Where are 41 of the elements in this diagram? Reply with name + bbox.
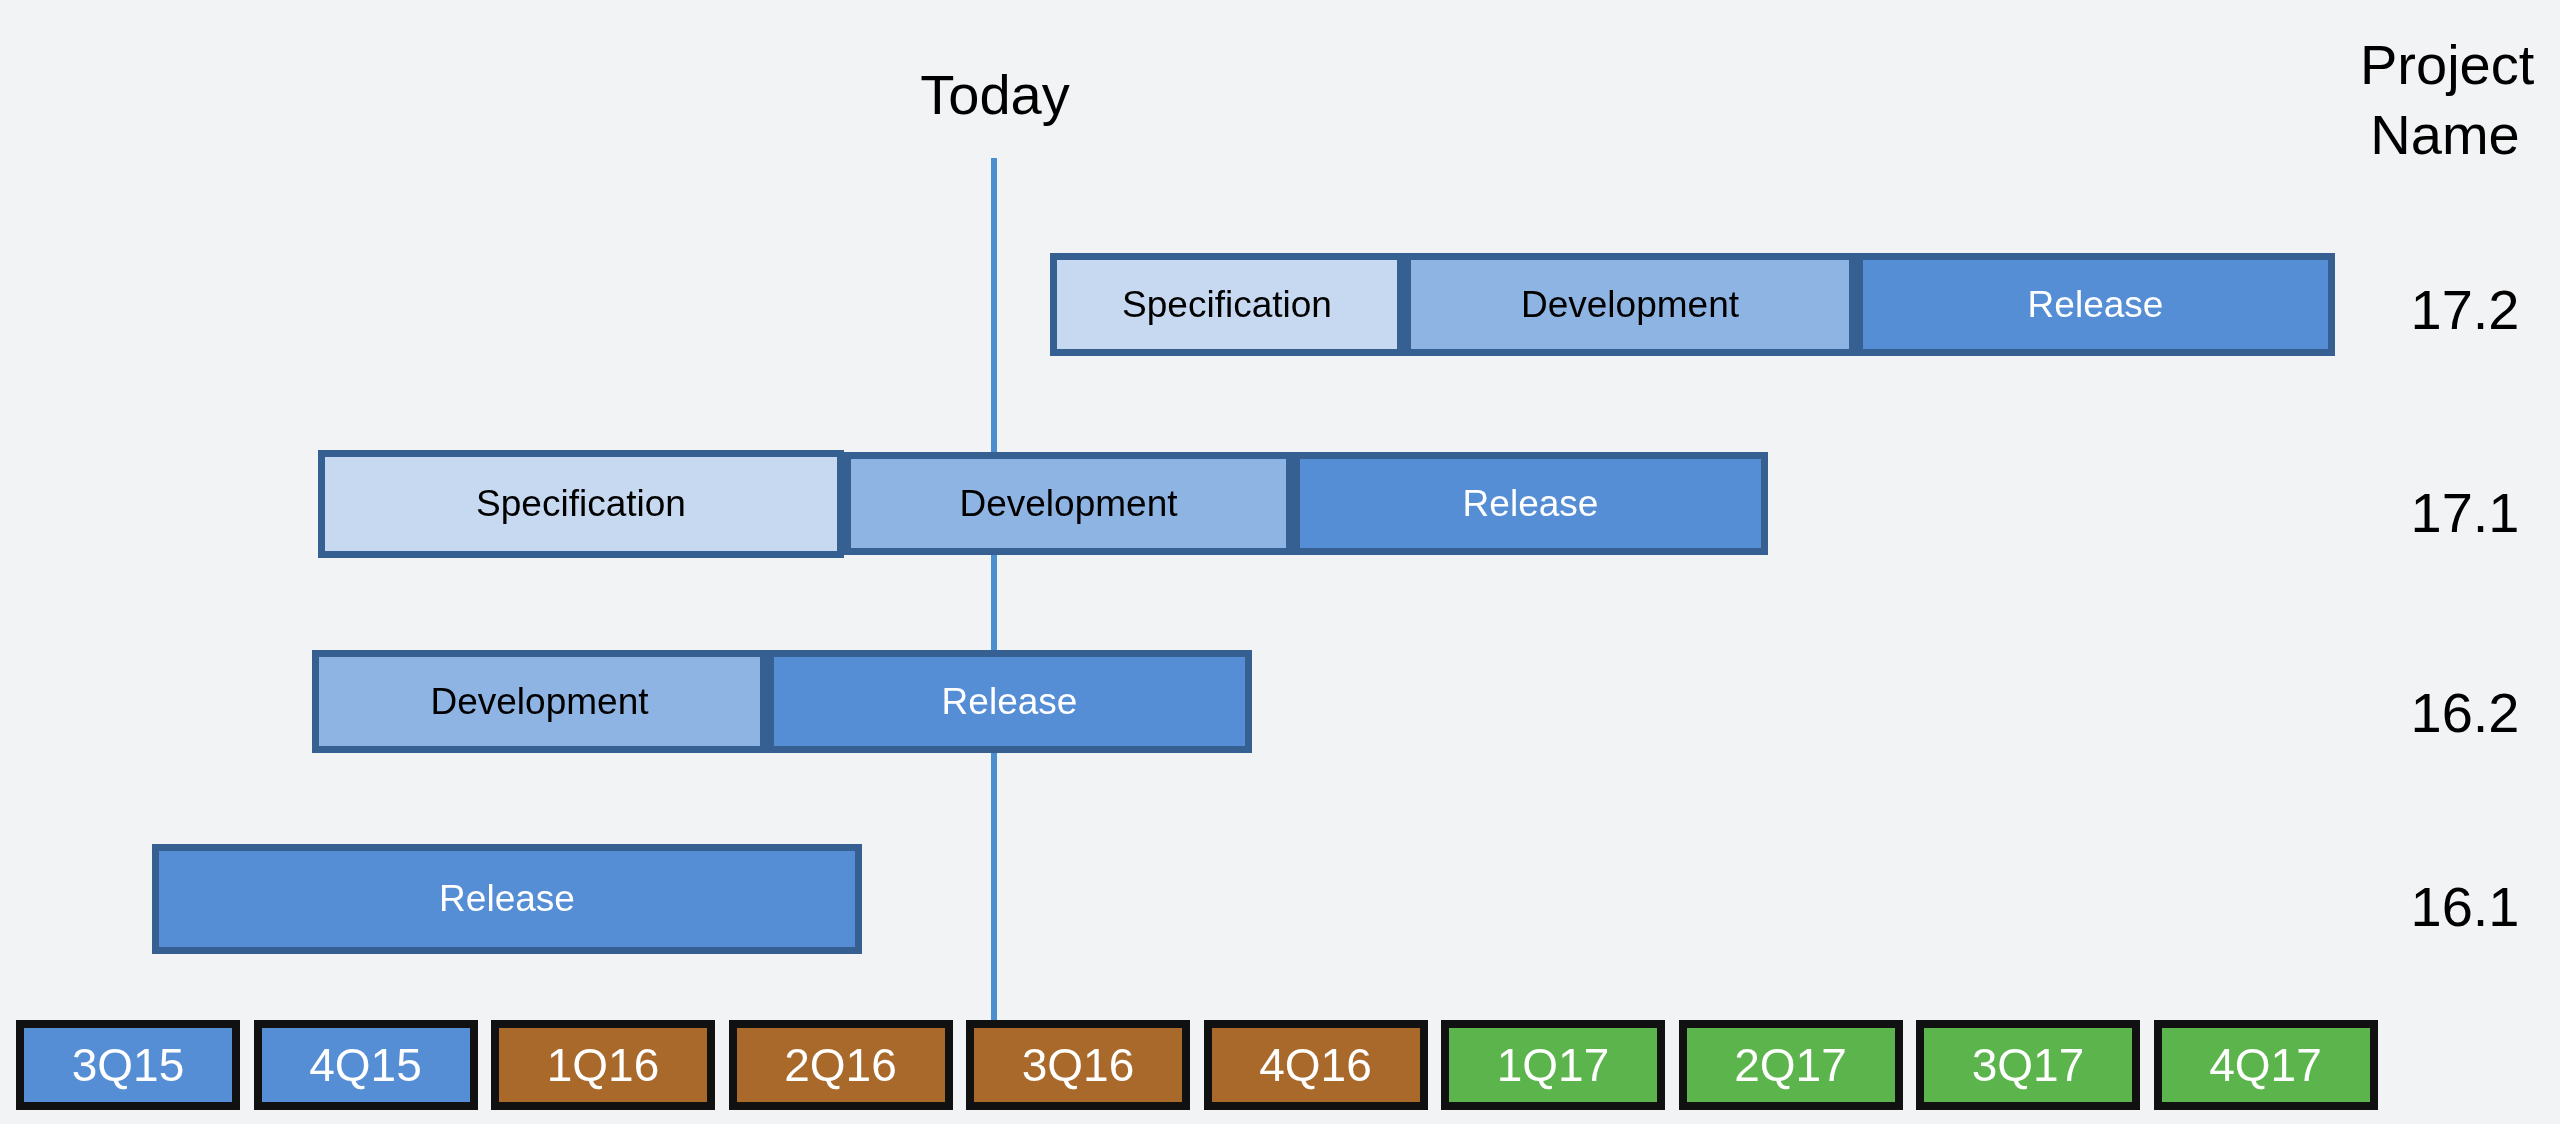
quarter-box xyxy=(1678,1020,1903,1110)
phase-label: Development xyxy=(430,680,649,723)
quarter-box xyxy=(253,1020,478,1110)
phase-bar xyxy=(1050,253,1404,356)
quarter-box xyxy=(16,1020,240,1110)
phase-bar xyxy=(318,450,844,558)
quarter-box xyxy=(966,1020,1190,1110)
phase-label: Release xyxy=(2027,283,2164,326)
phase-bar xyxy=(312,650,767,753)
quarter-box xyxy=(1916,1020,2140,1110)
quarter-label: 4Q15 xyxy=(309,1038,422,1092)
phase-label: Specification xyxy=(1122,283,1332,326)
phase-bar xyxy=(767,650,1252,753)
phase-label: Release xyxy=(439,878,575,920)
quarter-label: 3Q15 xyxy=(71,1038,185,1092)
row-label: 16.1 xyxy=(2409,874,2521,940)
quarter-label: 4Q17 xyxy=(2209,1038,2322,1092)
phase-bar xyxy=(152,844,862,954)
row-label: 17.2 xyxy=(2409,277,2521,343)
quarter-box xyxy=(1441,1020,1665,1110)
phase-bar xyxy=(1856,253,2335,356)
phase-label: Release xyxy=(1462,482,1599,525)
quarter-box xyxy=(491,1020,715,1110)
quarter-label: 1Q17 xyxy=(1496,1038,1610,1092)
quarter-label: 3Q16 xyxy=(1021,1038,1135,1092)
phase-bar xyxy=(1293,452,1768,555)
quarter-box xyxy=(2153,1020,2378,1110)
today-label: Today xyxy=(919,62,1071,128)
quarter-label: 2Q17 xyxy=(1734,1038,1847,1092)
phase-label: Release xyxy=(941,680,1078,723)
phase-label: Development xyxy=(1521,283,1739,326)
row-label: 17.1 xyxy=(2409,480,2521,546)
quarter-label: 2Q16 xyxy=(784,1038,897,1092)
quarter-box xyxy=(728,1020,953,1110)
quarter-label: 3Q17 xyxy=(1971,1038,2085,1092)
quarter-label: 1Q16 xyxy=(546,1038,660,1092)
phase-label: Specification xyxy=(476,483,686,525)
quarter-box xyxy=(1203,1020,1428,1110)
phase-label: Development xyxy=(959,482,1178,525)
row-label: 16.2 xyxy=(2409,680,2521,746)
quarter-label: 4Q16 xyxy=(1259,1038,1372,1092)
